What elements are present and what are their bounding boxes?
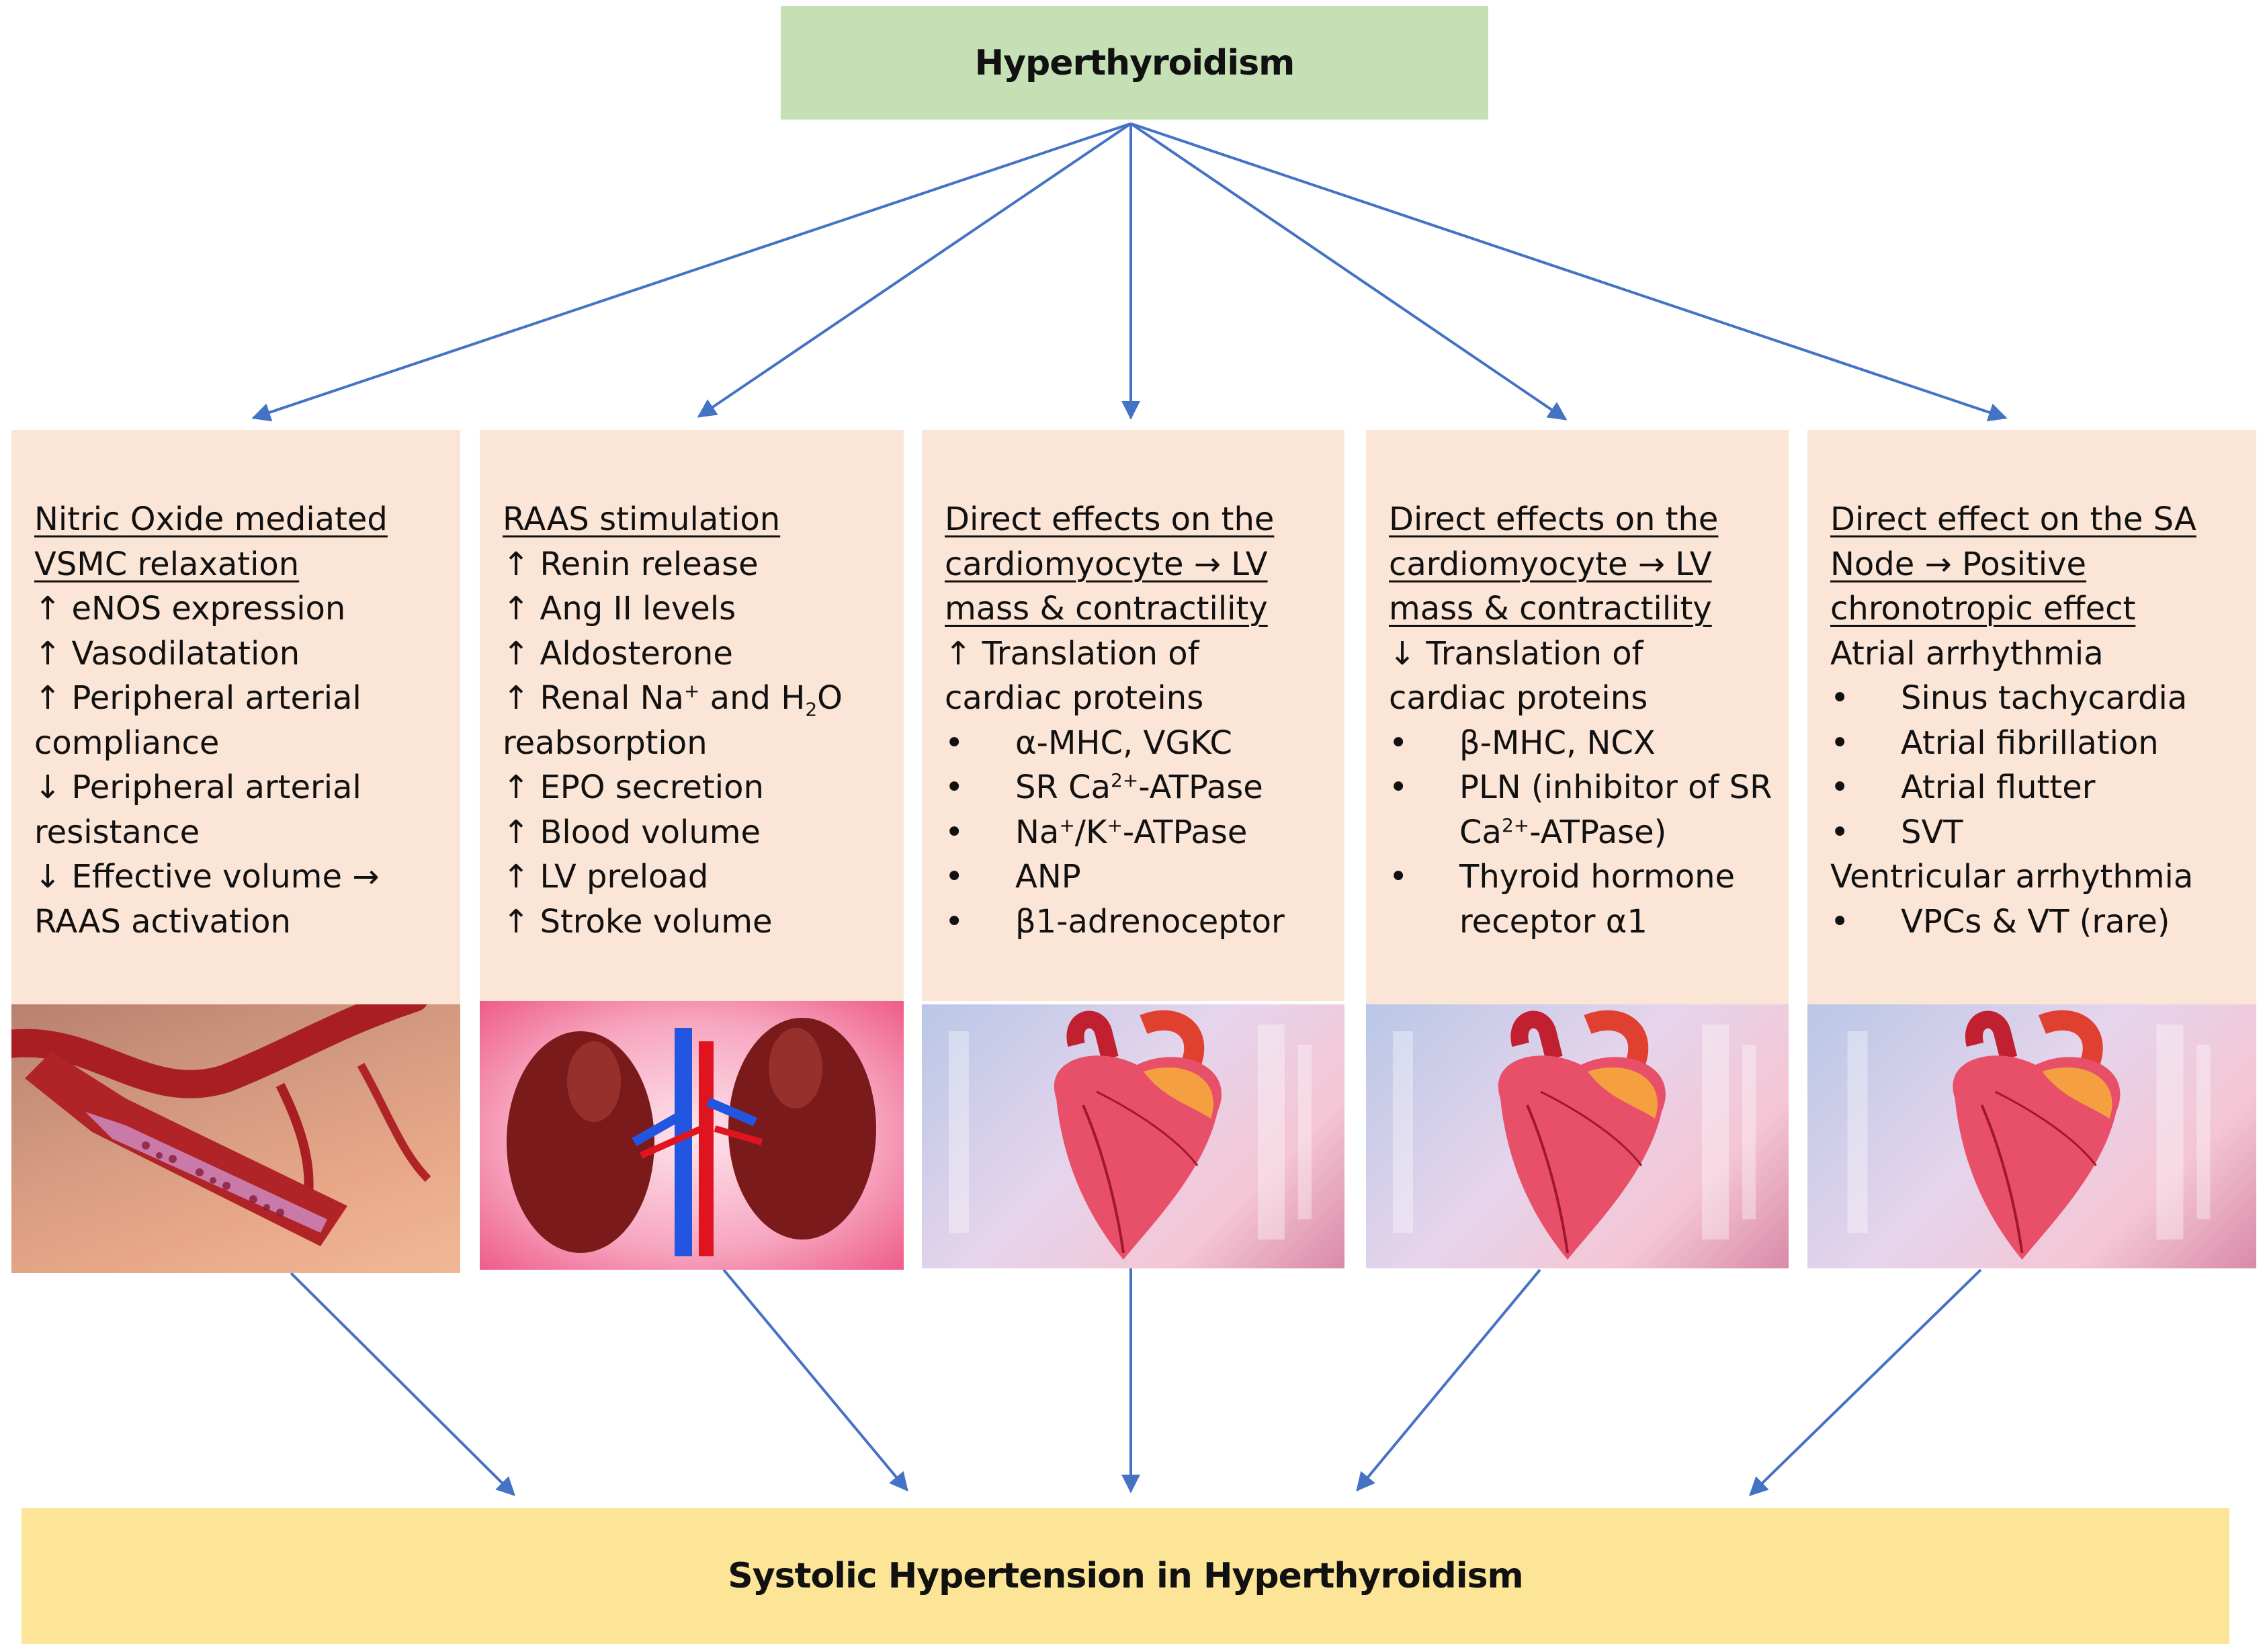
panel-header-line: VSMC relaxation xyxy=(34,545,300,583)
bullet-item: •β1-adrenoceptor xyxy=(945,902,1285,941)
bullet-item: •SVT xyxy=(1830,813,1963,851)
panel-line: ↑ Renal Na+ and H2O xyxy=(503,679,843,721)
panel-header-line: Direct effects on the xyxy=(945,501,1275,538)
panel-line: ↓ Peripheral arterial xyxy=(34,769,361,806)
panel-header-line: RAAS stimulation xyxy=(503,501,781,538)
arrow-from-panel-5 xyxy=(1748,1268,1982,1496)
bullet-item: •Thyroid hormone xyxy=(1389,858,1736,896)
bullet-item: •SR Ca2+-ATPase xyxy=(945,769,1263,806)
panel-line: ↑ EPO secretion xyxy=(503,769,764,806)
panel-line: ↑ LV preload xyxy=(503,858,709,896)
panel-sa-node: Direct effect on the SA Node → Positive … xyxy=(1807,430,2256,1004)
panel-line: ↑ Translation of xyxy=(945,634,1199,672)
panel-line: reabsorption xyxy=(503,724,708,762)
hyperthyroidism-label: Hyperthyroidism xyxy=(974,42,1295,83)
bullet-item: •PLN (inhibitor of SR xyxy=(1389,769,1772,806)
arrow-to-panel-2 xyxy=(697,122,1132,418)
panel-line: ↑ Peripheral arterial xyxy=(34,679,361,717)
panel-line: ↑ Aldosterone xyxy=(503,634,733,672)
panel-header-line: Nitric Oxide mediated xyxy=(34,501,388,538)
bullet-continuation: Ca2+-ATPase) xyxy=(1459,813,1667,851)
systolic-hypertension-box: Systolic Hypertension in Hyperthyroidism xyxy=(22,1508,2229,1644)
panel-nitric-oxide: Nitric Oxide mediated VSMC relaxation ↑ … xyxy=(11,430,460,1004)
panel-header-line: cardiomyocyte → LV xyxy=(945,545,1268,583)
arrow-to-panel-4 xyxy=(1129,122,1568,421)
bullet-item: •α-MHC, VGKC xyxy=(945,724,1232,762)
panel-line: cardiac proteins xyxy=(945,679,1204,717)
blood-vessel-illustration xyxy=(11,1004,460,1273)
panel-line: compliance xyxy=(34,724,220,762)
heart-illustration xyxy=(1807,1004,2256,1268)
panel-raas-stimulation: RAAS stimulation ↑ Renin release ↑ Ang I… xyxy=(480,430,904,1001)
panel-line: resistance xyxy=(34,813,200,851)
panel-header-line: Direct effects on the xyxy=(1389,501,1719,538)
panel-line: cardiac proteins xyxy=(1389,679,1648,717)
hyperthyroidism-box: Hyperthyroidism xyxy=(781,6,1488,120)
heart-illustration xyxy=(922,1004,1344,1268)
bullet-item: •Na+/K+-ATPase xyxy=(945,813,1248,851)
bullet-item: •Atrial fibrillation xyxy=(1830,724,2159,762)
section-title: Atrial arrhythmia xyxy=(1830,634,2104,672)
systolic-hypertension-label: Systolic Hypertension in Hyperthyroidism xyxy=(728,1556,1523,1596)
panel-line: ↑ Stroke volume xyxy=(503,902,773,941)
bullet-item: •ANP xyxy=(945,858,1081,896)
bullet-item: •β-MHC, NCX xyxy=(1389,724,1656,762)
panel-header-line: Direct effect on the SA xyxy=(1830,501,2196,538)
panel-line: RAAS activation xyxy=(34,902,291,941)
panel-header-line: chronotropic effect xyxy=(1830,590,2136,627)
panel-header-line: mass & contractility xyxy=(1389,590,1712,627)
section-title: Ventricular arrhythmia xyxy=(1830,858,2194,896)
panel-cardiomyocyte-decrease: Direct effects on the cardiomyocyte → LV… xyxy=(1366,430,1789,1004)
bullet-item: •Sinus tachycardia xyxy=(1830,679,2188,717)
panel-line: ↑ eNOS expression xyxy=(34,590,346,627)
arrow-from-panel-1 xyxy=(290,1272,515,1496)
kidneys-illustration xyxy=(480,1001,904,1270)
heart-illustration xyxy=(1366,1004,1789,1268)
panel-line: ↑ Blood volume xyxy=(503,813,761,851)
panel-line: ↑ Renin release xyxy=(503,545,759,583)
arrow-from-panel-2 xyxy=(722,1268,908,1492)
panel-line: ↑ Ang II levels xyxy=(503,590,736,627)
panel-cardiomyocyte-increase: Direct effects on the cardiomyocyte → LV… xyxy=(922,430,1344,1001)
panel-header-line: mass & contractility xyxy=(945,590,1268,627)
arrow-to-panel-5 xyxy=(1130,122,2008,422)
panel-line: ↓ Effective volume → xyxy=(34,858,380,896)
panel-header-line: Node → Positive xyxy=(1830,545,2087,583)
arrow-to-panel-1 xyxy=(251,122,1131,422)
bullet-continuation: receptor α1 xyxy=(1459,902,1648,941)
panel-line: ↓ Translation of xyxy=(1389,634,1643,672)
bullet-item: •VPCs & VT (rare) xyxy=(1830,902,2170,941)
arrow-from-panel-4 xyxy=(1356,1268,1541,1492)
bullet-item: •Atrial flutter xyxy=(1830,769,2096,806)
panel-header-line: cardiomyocyte → LV xyxy=(1389,545,1712,583)
panel-line: ↑ Vasodilatation xyxy=(34,634,300,672)
